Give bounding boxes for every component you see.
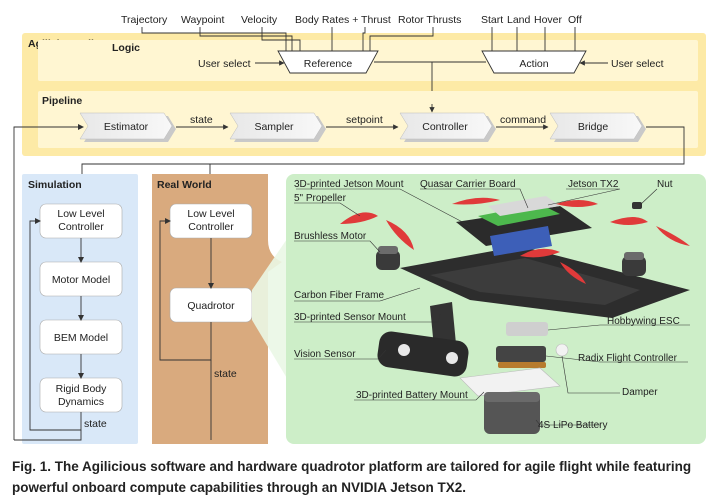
- hw-carbon-frame-label: Carbon Fiber Frame: [294, 290, 384, 301]
- flight-controller-shape: [496, 346, 546, 362]
- figure-caption: Fig. 1. The Agilicious software and hard…: [12, 456, 718, 498]
- sampler-block: Sampler: [229, 112, 326, 142]
- input-body-rates: Body Rates + Thrust: [295, 14, 391, 26]
- hw-vision-sensor-label: Vision Sensor: [294, 349, 356, 360]
- simulation-title: Simulation: [28, 179, 82, 191]
- quasar-board-shape: [478, 204, 560, 226]
- battery-mount-shape: [459, 367, 561, 397]
- hw-esc-label: Hobbywing ESC: [607, 316, 680, 327]
- hw-lipo-battery-label: 4S LiPo Battery: [538, 420, 607, 431]
- hw-jetson-tx2-label: Jetson TX2: [568, 179, 619, 190]
- hw-brushless-motor-label: Brushless Motor: [294, 231, 367, 242]
- controller-block: Controller: [399, 112, 496, 142]
- real-world-title: Real World: [157, 179, 212, 191]
- hardware-leader-lines: [294, 188, 690, 426]
- rw-flow-lines: [159, 220, 212, 440]
- input-hover: Hover: [534, 14, 563, 26]
- motor-right: [622, 256, 646, 276]
- reference-label: Reference: [304, 58, 353, 70]
- pipeline-panel: [38, 91, 698, 148]
- nut-shape: [632, 202, 642, 209]
- reference-block: [277, 50, 379, 74]
- pipeline-title: Pipeline: [42, 95, 82, 107]
- battery-shape: [484, 392, 540, 434]
- propeller-right: [610, 217, 690, 246]
- vision-sensor-shape: [377, 331, 469, 377]
- hw-quasar-board-label: Quasar Carrier Board: [420, 179, 516, 190]
- caption-text: The Agilicious software and hardware qua…: [12, 459, 692, 495]
- rw-quadrotor-label: Quadrotor: [187, 300, 235, 312]
- hardware-panel: [286, 174, 706, 444]
- simulation-panel: [22, 174, 138, 444]
- hw-jetson-mount-label: 3D-printed Jetson Mount: [294, 179, 404, 190]
- hw-nut-label: Nut: [657, 179, 673, 190]
- hw-propeller-label: 5" Propeller: [294, 193, 347, 204]
- bridge-block: Bridge: [549, 112, 646, 142]
- action-label: Action: [519, 58, 548, 70]
- propeller-center: [520, 248, 586, 284]
- input-waypoint: Waypoint: [181, 14, 224, 26]
- agilicious-diagram: Trajectory Waypoint Velocity Body Rates …: [13, 14, 706, 444]
- esc-shape: [506, 322, 548, 336]
- hw-sensor-mount-label: 3D-printed Sensor Mount: [294, 312, 406, 323]
- input-velocity: Velocity: [241, 14, 278, 26]
- hw-radix-fc-label: Radix Flight Controller: [578, 353, 678, 364]
- sampler-label: Sampler: [254, 121, 294, 133]
- motor-left: [376, 250, 400, 270]
- pipeline-state-label: state: [190, 114, 213, 126]
- hw-battery-mount-label: 3D-printed Battery Mount: [356, 390, 468, 401]
- reference-input-lines: [141, 27, 434, 51]
- input-off: Off: [568, 14, 582, 26]
- damper-shape: [555, 343, 569, 357]
- bridge-label: Bridge: [578, 121, 609, 133]
- input-land: Land: [507, 14, 531, 26]
- input-rotor-thrusts: Rotor Thrusts: [398, 14, 461, 26]
- estimator-block: Estimator: [79, 112, 176, 142]
- figure-label: Fig. 1.: [12, 459, 52, 474]
- sensor-mount-shape: [430, 302, 456, 348]
- sim-flow-lines: [14, 220, 82, 441]
- controller-label: Controller: [422, 121, 468, 133]
- action-block: [481, 50, 587, 74]
- propeller-top: [452, 197, 598, 207]
- input-trajectory: Trajectory: [121, 14, 168, 26]
- sim-state-label: state: [84, 418, 107, 430]
- rw-state-label: state: [214, 368, 237, 380]
- estimator-label: Estimator: [104, 121, 149, 133]
- pipeline-command-label: command: [500, 114, 546, 126]
- pipeline-setpoint-label: setpoint: [346, 114, 383, 126]
- sim-bem-label: BEM Model: [54, 332, 108, 344]
- input-start: Start: [481, 14, 503, 26]
- user-select-right: User select: [611, 58, 664, 70]
- jetson-tx2-shape: [488, 196, 560, 216]
- logic-title: Logic: [112, 42, 140, 54]
- action-input-lines: [491, 27, 576, 51]
- sim-motor-label: Motor Model: [52, 274, 110, 286]
- user-select-left: User select: [198, 58, 251, 70]
- propeller-left: [340, 212, 414, 250]
- hw-damper-label: Damper: [622, 387, 658, 398]
- quadrotor-illustration: [340, 196, 690, 434]
